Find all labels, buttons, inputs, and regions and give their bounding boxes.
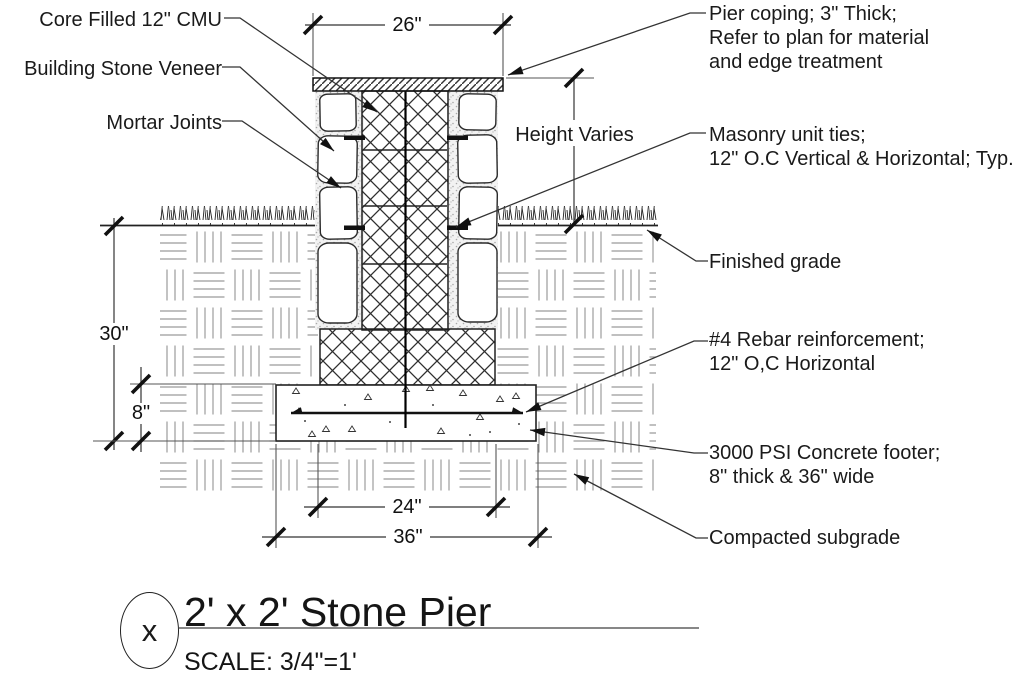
label-rebar-reinforcement: #4 Rebar reinforcement; 12" O,C Horizont… xyxy=(709,328,925,376)
dimension-depth-below-grade: 30" xyxy=(99,323,129,345)
dimension-tick xyxy=(492,14,514,36)
leader-arrowhead-icon xyxy=(530,427,546,437)
aggregate-mark xyxy=(363,393,373,400)
label-footer-line2: 8" thick & 36" wide xyxy=(709,466,875,488)
leader-rebar xyxy=(525,340,708,413)
stone-veneer-block xyxy=(457,134,498,184)
label-mortar-joints: Mortar Joints xyxy=(106,112,222,134)
detail-reference-bubble: x xyxy=(120,592,179,669)
dimension-tick xyxy=(563,67,585,89)
title-underline xyxy=(179,627,699,629)
aggregate-dot xyxy=(432,404,434,406)
label-compacted-subgrade: Compacted subgrade xyxy=(709,527,901,549)
cmu-base-block xyxy=(319,328,496,386)
label-footer-line1: 3000 PSI Concrete footer; xyxy=(709,442,941,464)
aggregate-mark xyxy=(495,395,505,402)
rebar-end-icon xyxy=(511,407,523,414)
masonry-tie xyxy=(344,135,365,140)
stone-veneer-block xyxy=(458,93,497,131)
aggregate-mark xyxy=(321,425,331,432)
label-masonry-ties-line1: Masonry unit ties; xyxy=(709,124,866,146)
dimension-pier-width: 24" xyxy=(392,496,422,518)
label-masonry-unit-ties: Masonry unit ties; 12" O.C Vertical & Ho… xyxy=(709,123,1014,171)
dimension-tick xyxy=(130,373,152,395)
dimension-tick xyxy=(103,215,125,237)
dimension-tick xyxy=(563,213,585,235)
stone-veneer-block xyxy=(319,93,357,132)
rebar-end-icon xyxy=(291,407,303,414)
dimension-tick xyxy=(302,14,324,36)
subgrade-hatch xyxy=(160,230,318,385)
dimension-tick xyxy=(485,496,507,518)
dimension-footer-thickness: 8" xyxy=(131,402,151,424)
stone-veneer-block xyxy=(317,242,358,324)
subgrade-hatch xyxy=(497,230,656,385)
aggregate-dot xyxy=(389,421,391,423)
leader-arrowhead-icon xyxy=(574,474,590,485)
aggregate-dot xyxy=(489,431,491,433)
aggregate-dot xyxy=(518,423,520,425)
subgrade-hatch xyxy=(160,385,276,441)
label-pier-coping: Pier coping; 3" Thick; Refer to plan for… xyxy=(709,2,929,74)
label-rebar-line1: #4 Rebar reinforcement; xyxy=(709,329,925,351)
leader-arrowhead-icon xyxy=(362,100,377,112)
label-core-filled-cmu: Core Filled 12" CMU xyxy=(39,9,222,31)
subgrade-hatch xyxy=(160,441,656,493)
label-masonry-ties-line2: 12" O.C Vertical & Horizontal; Typ. xyxy=(709,148,1014,170)
dimension-footer-width: 36" xyxy=(393,526,423,548)
aggregate-mark xyxy=(291,387,301,394)
dimension-tick xyxy=(307,496,329,518)
dimension-coping-width: 26" xyxy=(392,14,422,36)
aggregate-mark xyxy=(458,389,468,396)
label-height-varies: Height Varies xyxy=(515,124,634,146)
leader-arrowhead-icon xyxy=(456,217,472,227)
label-finished-grade: Finished grade xyxy=(709,251,842,273)
label-rebar-line2: 12" O,C Horizontal xyxy=(709,353,876,375)
detail-letter: x xyxy=(141,612,158,648)
masonry-tie xyxy=(447,225,468,230)
detail-scale: SCALE: 3/4"=1' xyxy=(184,648,357,676)
leader-compacted-subgrade xyxy=(573,473,708,539)
leader-stone-veneer xyxy=(222,66,335,152)
label-pier-coping-line3: and edge treatment xyxy=(709,51,883,73)
stone-veneer-block xyxy=(318,186,359,240)
leader-arrowhead-icon xyxy=(647,230,662,242)
dimension-tick xyxy=(130,430,152,452)
leader-arrowhead-icon xyxy=(326,176,341,188)
stone-veneer-block xyxy=(457,186,499,240)
label-pier-coping-line2: Refer to plan for material xyxy=(709,27,930,49)
aggregate-mark xyxy=(307,430,317,437)
leader-concrete-footer xyxy=(529,429,708,454)
stone-veneer-block xyxy=(457,242,498,323)
masonry-tie xyxy=(344,225,365,230)
aggregate-mark xyxy=(475,413,485,420)
grass-left xyxy=(160,206,318,226)
leader-arrowhead-icon xyxy=(508,66,524,75)
masonry-tie xyxy=(447,135,468,140)
aggregate-dot xyxy=(469,434,471,436)
aggregate-dot xyxy=(344,404,346,406)
leader-core-cmu xyxy=(224,17,378,113)
aggregate-mark xyxy=(436,427,446,434)
dimension-tick xyxy=(527,526,549,548)
leader-arrowhead-icon xyxy=(320,137,334,151)
leader-masonry-ties xyxy=(455,132,706,228)
dimension-tick xyxy=(265,526,287,548)
subgrade-hatch xyxy=(536,385,656,441)
label-pier-coping-line1: Pier coping; 3" Thick; xyxy=(709,3,897,25)
aggregate-mark xyxy=(425,384,435,391)
leader-pier-coping xyxy=(507,12,706,76)
leader-arrowhead-icon xyxy=(526,402,542,412)
leader-mortar-joints xyxy=(222,120,342,189)
label-building-stone-veneer: Building Stone Veneer xyxy=(24,58,222,80)
aggregate-mark xyxy=(347,425,357,432)
label-concrete-footer: 3000 PSI Concrete footer; 8" thick & 36"… xyxy=(709,441,940,489)
leader-finished-grade xyxy=(646,229,708,262)
aggregate-dot xyxy=(304,420,306,422)
aggregate-mark xyxy=(511,392,521,399)
grass-right xyxy=(497,206,658,226)
pier-coping xyxy=(312,77,504,92)
